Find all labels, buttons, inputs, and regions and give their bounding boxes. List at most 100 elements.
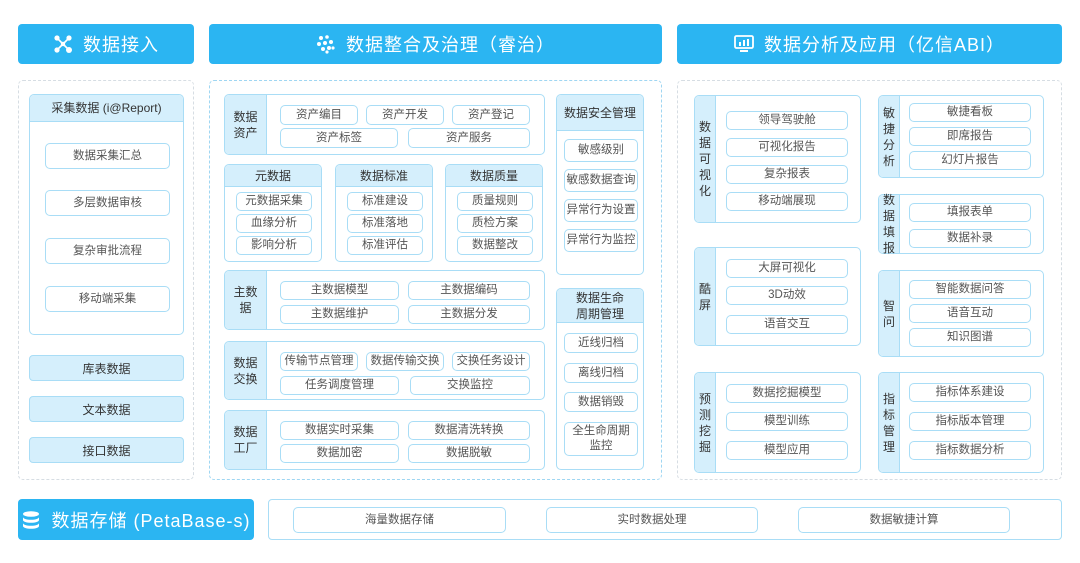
module-item: 全生命周期监控 bbox=[564, 422, 638, 456]
module-item: 传输节点管理 bbox=[280, 352, 358, 371]
module-item: 即席报告 bbox=[909, 127, 1031, 146]
module-item: 复杂报表 bbox=[726, 165, 848, 184]
group-title: 数据安全管理 bbox=[557, 95, 643, 131]
module-item: 移动端采集 bbox=[45, 286, 170, 312]
group-label: 智问 bbox=[879, 271, 900, 356]
module-item: 标准落地 bbox=[347, 214, 423, 233]
group-title: 数据质量 bbox=[446, 165, 542, 187]
module-item: 资产标签 bbox=[280, 128, 398, 148]
source-item: 文本数据 bbox=[29, 396, 184, 422]
module-item: 指标体系建设 bbox=[909, 383, 1031, 402]
module-item: 标准评估 bbox=[347, 236, 423, 255]
module-item: 主数据分发 bbox=[408, 305, 530, 324]
group-master-data: 主数据主数据模型主数据编码主数据维护主数据分发 bbox=[224, 270, 545, 330]
module-item: 主数据模型 bbox=[280, 281, 399, 300]
group-label: 数据可视化 bbox=[695, 96, 716, 222]
module-item: 血缘分析 bbox=[236, 214, 312, 233]
group-label: 数据交换 bbox=[225, 342, 267, 399]
group-label: 数据填报 bbox=[879, 193, 900, 255]
header-data-ingest: 数据接入 bbox=[18, 24, 194, 64]
group-analytics: 智问智能数据问答语音互动知识图谱 bbox=[878, 270, 1044, 357]
module-item: 标准建设 bbox=[347, 192, 423, 211]
module-item: 语音互动 bbox=[909, 304, 1031, 323]
group-label: 敏捷分析 bbox=[879, 96, 900, 177]
module-item: 数据加密 bbox=[280, 444, 399, 463]
group-analytics: 数据填报填报表单数据补录 bbox=[878, 193, 1044, 255]
module-item: 影响分析 bbox=[236, 236, 312, 255]
nodes-icon bbox=[53, 34, 73, 54]
group-analytics: 敏捷分析敏捷看板即席报告幻灯片报告 bbox=[878, 95, 1044, 178]
group-title: 元数据 bbox=[225, 165, 321, 187]
group-label: 酷屏 bbox=[695, 248, 716, 345]
module-item: 知识图谱 bbox=[909, 328, 1031, 347]
panel-data-governance bbox=[209, 80, 662, 480]
group-quality: 数据质量质量规则质检方案数据整改 bbox=[445, 164, 543, 262]
section-title: 数据整合及治理（睿治） bbox=[346, 35, 555, 55]
group-meta: 元数据元数据采集血缘分析影响分析 bbox=[224, 164, 322, 262]
group-data-asset: 数据资产资产编目资产开发资产登记资产标签资产服务 bbox=[224, 94, 545, 155]
module-item: 填报表单 bbox=[909, 203, 1031, 222]
group-collect-data: 采集数据 (i@Report)数据采集汇总多层数据审核复杂审批流程移动端采集 bbox=[29, 94, 184, 335]
group-label: 预测挖掘 bbox=[695, 373, 716, 472]
group-analytics: 数据可视化领导驾驶舱可视化报告复杂报表移动端展现 bbox=[694, 95, 861, 223]
module-item: 异常行为设置 bbox=[564, 199, 638, 222]
module-item: 离线归档 bbox=[564, 363, 638, 383]
module-item: 敏感级别 bbox=[564, 139, 638, 162]
module-item: 质检方案 bbox=[457, 214, 533, 233]
module-item: 资产登记 bbox=[452, 105, 530, 125]
module-item: 大屏可视化 bbox=[726, 259, 848, 278]
module-item: 数据挖掘模型 bbox=[726, 384, 848, 403]
module-item: 数据销毁 bbox=[564, 392, 638, 412]
module-item: 敏感数据查询 bbox=[564, 169, 638, 192]
section-title: 数据接入 bbox=[83, 35, 159, 55]
module-item: 可视化报告 bbox=[726, 138, 848, 157]
group-title: 数据标准 bbox=[336, 165, 432, 187]
group-label: 数据工厂 bbox=[225, 411, 267, 469]
module-item: 幻灯片报告 bbox=[909, 151, 1031, 170]
database-icon bbox=[21, 510, 41, 530]
module-item: 质量规则 bbox=[457, 192, 533, 211]
module-item: 海量数据存储 bbox=[293, 507, 506, 533]
group-data-exchange: 数据交换传输节点管理数据传输交换交换任务设计任务调度管理交换监控 bbox=[224, 341, 545, 400]
module-item: 智能数据问答 bbox=[909, 280, 1031, 299]
module-item: 近线归档 bbox=[564, 333, 638, 353]
swirl-icon bbox=[316, 34, 336, 54]
module-item: 3D动效 bbox=[726, 286, 848, 305]
module-item: 任务调度管理 bbox=[280, 376, 399, 395]
source-item: 库表数据 bbox=[29, 355, 184, 381]
group-label: 指标管理 bbox=[879, 373, 900, 472]
module-item: 指标版本管理 bbox=[909, 412, 1031, 431]
module-item: 模型应用 bbox=[726, 441, 848, 460]
section-title: 数据分析及应用（亿信ABI） bbox=[763, 35, 1005, 55]
module-item: 模型训练 bbox=[726, 412, 848, 431]
module-item: 数据整改 bbox=[457, 236, 533, 255]
section-title: 数据存储 (PetaBase-s) bbox=[51, 510, 251, 531]
module-item: 资产编目 bbox=[280, 105, 358, 125]
group-data-security: 数据安全管理敏感级别敏感数据查询异常行为设置异常行为监控 bbox=[556, 94, 644, 275]
panel-data-analytics bbox=[677, 80, 1062, 480]
group-analytics: 指标管理指标体系建设指标版本管理指标数据分析 bbox=[878, 372, 1044, 473]
module-item: 复杂审批流程 bbox=[45, 238, 170, 264]
source-item: 接口数据 bbox=[29, 437, 184, 463]
group-label: 主数据 bbox=[225, 271, 267, 329]
module-item: 数据清洗转换 bbox=[408, 421, 530, 440]
module-item: 敏捷看板 bbox=[909, 103, 1031, 122]
group-title: 采集数据 (i@Report) bbox=[30, 95, 183, 122]
module-item: 数据传输交换 bbox=[366, 352, 444, 371]
module-item: 多层数据审核 bbox=[45, 190, 170, 216]
monitor-chart-icon bbox=[734, 34, 754, 54]
module-item: 元数据采集 bbox=[236, 192, 312, 211]
header-data-storage: 数据存储 (PetaBase-s) bbox=[18, 499, 254, 540]
module-item: 实时数据处理 bbox=[546, 507, 758, 533]
module-item: 数据实时采集 bbox=[280, 421, 399, 440]
module-item: 主数据维护 bbox=[280, 305, 399, 324]
group-label: 数据资产 bbox=[225, 95, 267, 154]
module-item: 资产开发 bbox=[366, 105, 444, 125]
module-item: 领导驾驶舱 bbox=[726, 111, 848, 130]
header-data-analytics: 数据分析及应用（亿信ABI） bbox=[677, 24, 1062, 64]
module-item: 主数据编码 bbox=[408, 281, 530, 300]
group-standard: 数据标准标准建设标准落地标准评估 bbox=[335, 164, 433, 262]
module-item: 移动端展现 bbox=[726, 192, 848, 211]
